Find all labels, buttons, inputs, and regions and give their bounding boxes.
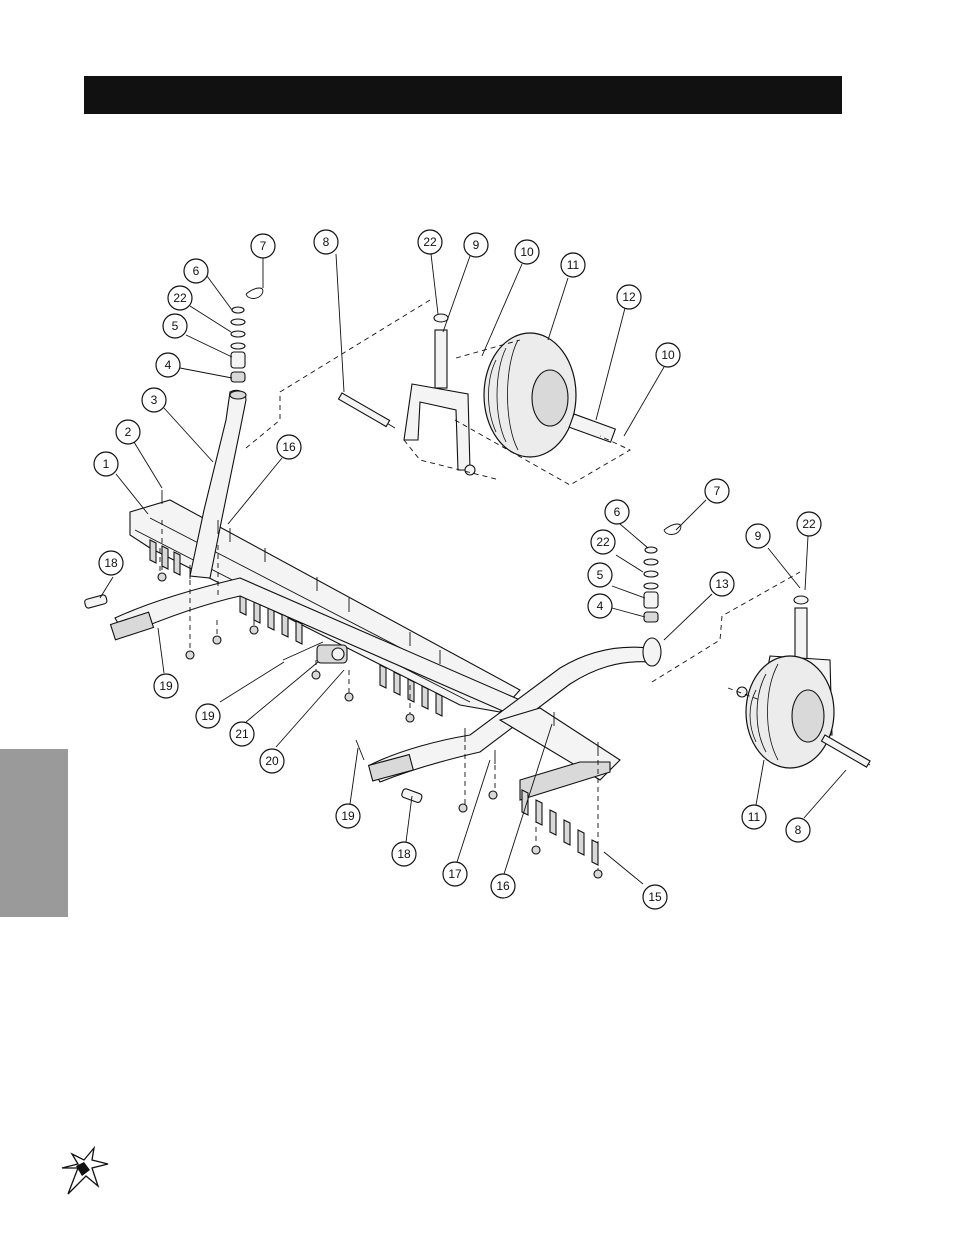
svg-text:3: 3 [151,393,158,407]
svg-text:5: 5 [172,319,179,333]
svg-text:19: 19 [341,809,355,823]
svg-text:22: 22 [173,291,187,305]
lower-wheel-assembly [736,595,871,769]
svg-text:7: 7 [714,484,721,498]
svg-text:6: 6 [614,505,621,519]
callout-2: 2 [115,419,141,445]
callout-7: 7 [704,478,730,504]
callout-11: 11 [741,804,767,830]
callout-9: 9 [745,523,771,549]
callout-22: 22 [167,285,193,311]
callout-6: 6 [183,258,209,284]
callout-19: 19 [195,703,221,729]
svg-text:11: 11 [567,258,580,272]
callout-12: 12 [616,284,642,310]
section-side-tab [0,749,68,917]
svg-text:16: 16 [282,440,296,454]
svg-text:19: 19 [159,679,173,693]
callout-16: 16 [276,434,302,460]
callout-22: 22 [417,229,443,255]
callout-15: 15 [642,884,668,910]
callout-4: 4 [155,352,181,378]
callout-11: 11 [560,252,586,278]
callout-9: 9 [463,232,489,258]
callout-6: 6 [604,499,630,525]
svg-text:18: 18 [104,556,118,570]
svg-text:8: 8 [323,235,330,249]
callout-10: 10 [514,239,540,265]
svg-text:22: 22 [802,517,816,531]
brand-star-logo-icon [61,1146,109,1195]
svg-text:9: 9 [755,529,762,543]
assembly-dashed-lines [245,299,801,701]
svg-text:18: 18 [397,847,411,861]
upper-wheel-assembly [337,313,617,476]
svg-text:9: 9 [473,238,480,252]
callout-13: 13 [709,571,735,597]
callout-5: 5 [162,313,188,339]
pins-and-clips [84,594,423,804]
svg-text:2: 2 [125,425,132,439]
callout-18: 18 [391,841,417,867]
callout-18: 18 [98,550,124,576]
svg-text:15: 15 [648,890,662,904]
svg-text:6: 6 [193,264,200,278]
header-bar [84,76,842,114]
svg-text:22: 22 [423,235,437,249]
callout-leaders [99,253,847,885]
svg-text:4: 4 [165,358,172,372]
right-comb [498,707,621,866]
left-pivot-stack [230,287,264,383]
svg-text:10: 10 [520,245,534,259]
callout-16: 16 [490,873,516,899]
callout-19: 19 [153,673,179,699]
svg-text:10: 10 [661,348,675,362]
bolts-and-nuts [157,490,603,879]
callout-5: 5 [587,562,613,588]
callout-22: 22 [590,529,616,555]
svg-text:20: 20 [265,754,279,768]
svg-text:21: 21 [235,727,249,741]
svg-text:22: 22 [596,535,610,549]
svg-text:17: 17 [448,867,462,881]
callout-8: 8 [313,229,339,255]
svg-text:13: 13 [715,577,729,591]
callout-4: 4 [587,593,613,619]
callout-20: 20 [259,748,285,774]
svg-text:12: 12 [622,290,636,304]
right-hitch-arm [367,637,662,783]
callout-10: 10 [655,342,681,368]
svg-text:4: 4 [597,599,604,613]
svg-text:19: 19 [201,709,215,723]
comb-teeth-left [149,539,443,717]
callout-3: 3 [141,387,167,413]
svg-text:7: 7 [260,239,267,253]
left-upright-arm [189,389,247,579]
callout-21: 21 [229,721,255,747]
callout-1: 1 [93,451,119,477]
callout-17: 17 [442,861,468,887]
svg-text:5: 5 [597,568,604,582]
right-pivot-stack [643,523,682,623]
callout-22: 22 [796,511,822,537]
svg-text:1: 1 [103,457,110,471]
callout-19: 19 [335,803,361,829]
svg-text:11: 11 [748,810,761,824]
svg-text:16: 16 [496,879,510,893]
svg-text:8: 8 [795,823,802,837]
callout-8: 8 [785,817,811,843]
callout-7: 7 [250,233,276,259]
